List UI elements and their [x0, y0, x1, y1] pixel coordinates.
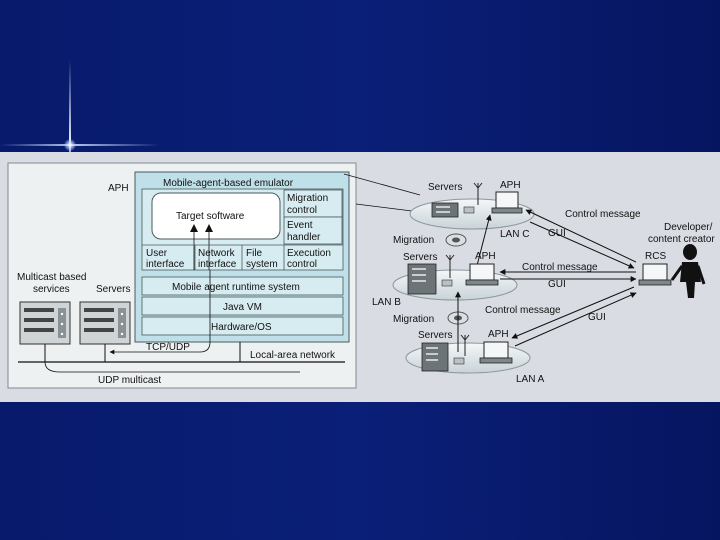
server-icon	[19, 301, 71, 345]
gui-label-3: GUI	[588, 312, 606, 323]
up-arrow-icon	[190, 224, 198, 232]
up-arrow-icon	[205, 224, 213, 232]
aph-label-bot: APH	[488, 329, 509, 340]
multicast-services-label-1: Multicast based	[17, 272, 86, 283]
servers-label-left: Servers	[96, 284, 130, 295]
gui-label-2: GUI	[548, 279, 566, 290]
target-software-box	[151, 192, 281, 240]
antenna-icon	[445, 254, 455, 261]
servers-label-bot: Servers	[418, 330, 452, 341]
event-handler-box	[283, 216, 343, 245]
lens-flare-vertical	[69, 60, 71, 170]
runtime-layer	[141, 276, 344, 296]
file-system-label-2: system	[246, 259, 278, 270]
udp-multicast-label: UDP multicast	[98, 375, 161, 386]
user-interface-label-2: interface	[146, 259, 185, 270]
server-icon	[79, 301, 131, 345]
target-software-label: Target software	[176, 211, 245, 222]
hub-icon	[463, 206, 475, 214]
tcp-udp-path	[109, 270, 211, 355]
callout-line	[355, 203, 421, 213]
developer-label-1: Developer/	[664, 222, 713, 233]
migration-control-label-1: Migration	[287, 193, 328, 204]
file-system-label-1: File	[246, 248, 263, 259]
laptop-icon	[465, 263, 499, 286]
callout-line	[343, 173, 421, 196]
rcs-label: RCS	[645, 251, 666, 262]
lan-c-label: LAN C	[500, 229, 529, 240]
tcp-udp-label: TCP/UDP	[146, 342, 190, 353]
hardware-layer	[141, 316, 344, 336]
migration-label-2: Migration	[393, 314, 434, 325]
server-icon	[431, 202, 459, 218]
laptop-icon	[479, 341, 513, 364]
servers-label-mid: Servers	[403, 252, 437, 263]
laptop-icon	[491, 191, 523, 214]
antenna-icon	[473, 182, 483, 189]
user-interface-label-1: User	[146, 248, 168, 259]
lens-flare-center	[64, 139, 76, 151]
migration-control-box	[283, 189, 343, 218]
hub-icon	[453, 357, 465, 365]
control-message-label-3: Control message	[485, 305, 561, 316]
multicast-services-label-2: services	[33, 284, 70, 295]
network-interface-label-1: Network	[198, 248, 236, 259]
java-vm-layer	[141, 296, 344, 316]
aph-label-mid: APH	[475, 251, 496, 262]
migration-control-label-2: control	[287, 205, 317, 216]
developer-person-icon	[670, 244, 706, 298]
control-arrow-1	[525, 209, 637, 263]
gui-arrow-3	[514, 292, 637, 347]
aph-label-top: APH	[500, 180, 521, 191]
control-message-label-2: Control message	[522, 262, 598, 273]
event-handler-label-2: handler	[287, 232, 321, 243]
runtime-label: Mobile agent runtime system	[172, 282, 300, 293]
aph-label: APH	[108, 183, 129, 194]
hub-icon	[441, 279, 453, 287]
emulator-label: Mobile-agent-based emulator	[163, 178, 294, 189]
servers-label-top: Servers	[428, 182, 462, 193]
server-icon	[407, 263, 437, 295]
execution-control-label-2: control	[287, 259, 317, 270]
udp-multicast-path	[44, 361, 300, 373]
lan-label: Local-area network	[250, 350, 336, 361]
java-vm-label: Java VM	[223, 302, 262, 313]
control-message-label-1: Control message	[565, 209, 641, 220]
server-icon	[421, 342, 449, 372]
lan-b-label: LAN B	[372, 297, 401, 308]
network-interface-label-2: interface	[198, 259, 237, 270]
migration-label-1: Migration	[393, 235, 434, 246]
lens-flare-horizontal	[0, 144, 160, 146]
event-handler-label-1: Event	[287, 220, 313, 231]
gui-arrow-1	[529, 221, 635, 269]
execution-control-label-1: Execution	[287, 248, 331, 259]
rcs-laptop-icon	[638, 263, 672, 286]
control-arrow-3	[511, 286, 635, 339]
lan-a-label: LAN A	[516, 374, 545, 385]
hardware-label: Hardware/OS	[211, 322, 272, 333]
developer-label-2: content creator	[648, 234, 715, 245]
agent-capsule-core	[452, 237, 460, 243]
antenna-icon	[460, 334, 470, 341]
